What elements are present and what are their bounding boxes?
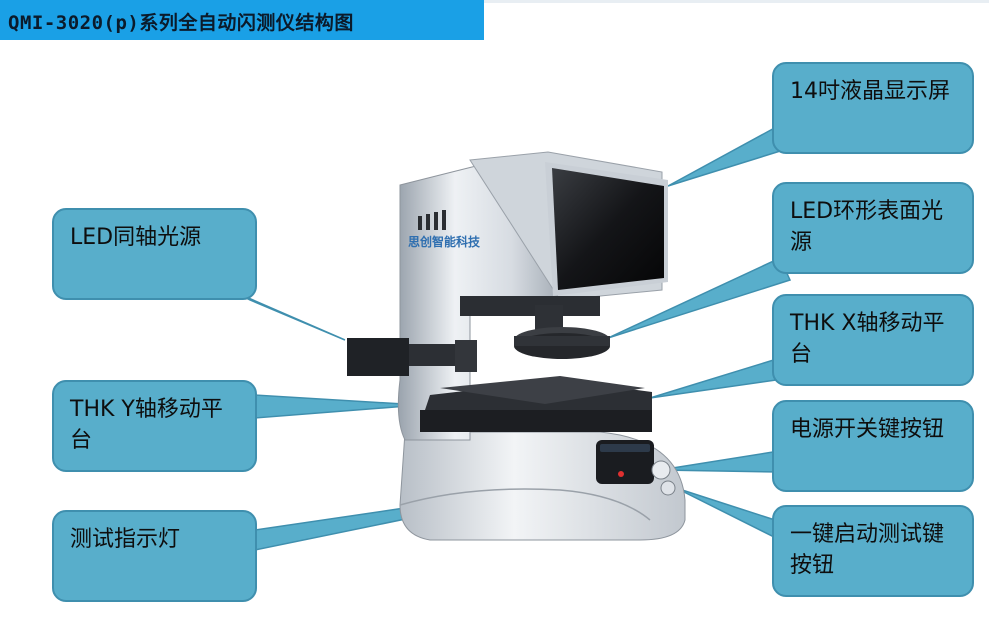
- callout-led-ring: LED环形表面光源: [772, 182, 974, 274]
- callout-power: 电源开关键按钮: [772, 400, 974, 492]
- coaxial-light: [347, 338, 477, 376]
- callout-indicator: 测试指示灯: [52, 510, 257, 602]
- lcd-screen: [545, 162, 668, 296]
- xy-stage: [420, 376, 652, 432]
- optics-assembly: [460, 296, 610, 359]
- leader-thk-x: [649, 357, 792, 399]
- callout-thk-y: THK Y轴移动平台: [52, 380, 257, 472]
- brand-logo-text: 思创智能科技: [408, 234, 481, 249]
- callout-lcd: 14吋液晶显示屏: [772, 62, 974, 154]
- leader-power: [659, 451, 779, 473]
- callout-led-coax: LED同轴光源: [52, 208, 257, 300]
- callout-thk-x: THK X轴移动平台: [772, 294, 974, 386]
- callout-start: 一键启动测试键按钮: [772, 505, 974, 597]
- machine-base: [399, 431, 686, 541]
- leader-start: [675, 487, 782, 542]
- diagram-title: QMI-3020(p)系列全自动闪测仪结构图: [8, 12, 354, 34]
- header-divider: [484, 0, 989, 3]
- leader-thk-y: [254, 394, 421, 419]
- title-bar: QMI-3020(p)系列全自动闪测仪结构图: [0, 0, 484, 40]
